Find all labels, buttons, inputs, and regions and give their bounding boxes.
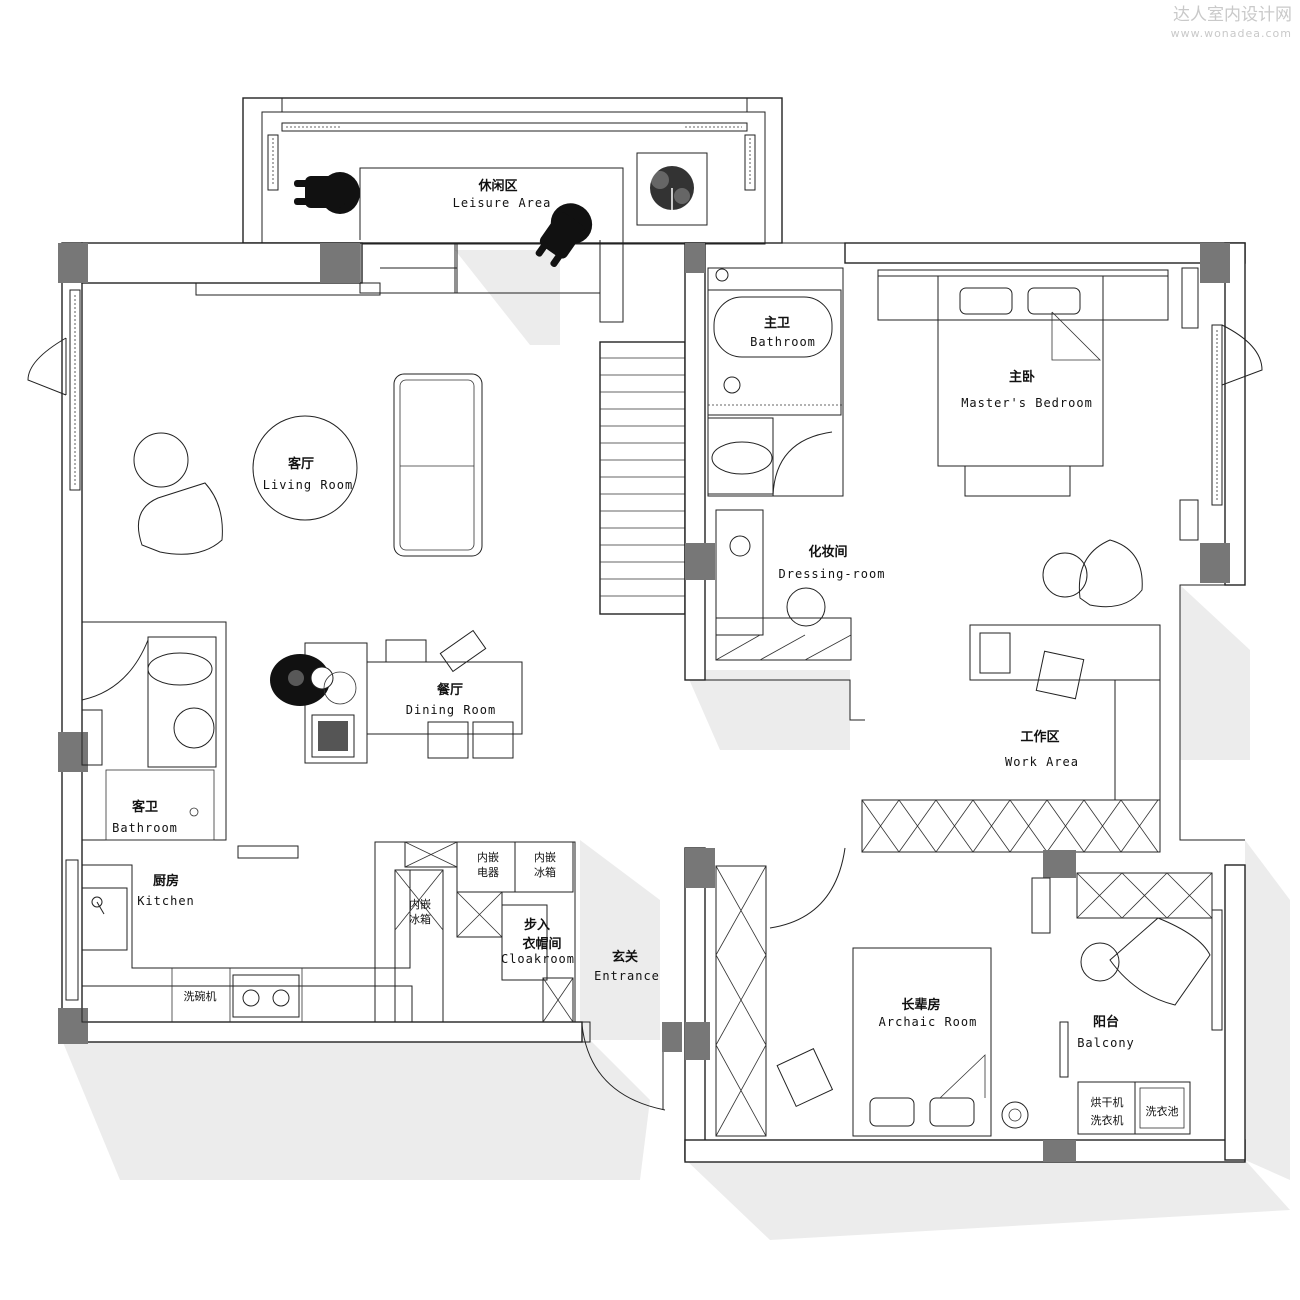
guest-bath-label-zh: 客卫 [132, 799, 158, 815]
appliance-label-1: 内嵌 [477, 850, 499, 864]
guest-bathroom: 客卫 Bathroom [81, 621, 227, 841]
balcony: 阳台 Balcony 烘干机 洗衣机 洗衣池 [1001, 872, 1213, 1135]
left-block-walls [27, 242, 600, 1044]
fridge2-label-2: 冰箱 [409, 912, 431, 926]
dressing-label-zh: 化妆间 [808, 544, 847, 560]
cloak-label-en: Cloakroom [501, 952, 575, 966]
kitchen-label-en: Kitchen [137, 894, 195, 908]
dining-room: 餐厅 Dining Room [270, 629, 523, 764]
living-label-zh: 客厅 [288, 456, 314, 472]
person-icon [270, 654, 357, 706]
kitchen-label-zh: 厨房 [153, 873, 179, 889]
balcony-label-en: Balcony [1077, 1036, 1135, 1050]
lounge-chair-icon [535, 203, 593, 268]
kitchen: 厨房 Kitchen 洗碗机 [81, 845, 413, 1023]
lower-right-walls [684, 847, 1246, 1163]
entrance-label-en: Entrance [594, 969, 660, 983]
entrance: 玄关 Entrance [581, 949, 682, 1111]
dryer-label: 烘干机 [1091, 1095, 1124, 1109]
fridge-label-2: 冰箱 [534, 865, 556, 879]
dressing-room: 化妆间 Dressing-room [715, 509, 886, 661]
work-label-zh: 工作区 [1020, 729, 1059, 745]
guest-bath-label-en: Bathroom [112, 821, 178, 835]
living-label-en: Living Room [263, 478, 353, 492]
master-bed-label-zh: 主卧 [1009, 369, 1035, 385]
tree-icon [650, 166, 694, 212]
laundry-sink-label: 洗衣池 [1146, 1104, 1179, 1118]
washer-label: 洗衣机 [1091, 1113, 1124, 1127]
fridge-label-1: 内嵌 [534, 850, 556, 864]
archaic-label-zh: 长辈房 [901, 997, 940, 1013]
leisure-label-zh: 休闲区 [477, 178, 517, 194]
dressing-label-en: Dressing-room [779, 567, 886, 581]
watermark-url: www.wonadea.com [1171, 27, 1292, 40]
cabinet-block: 内嵌 电器 内嵌 冰箱 内嵌 冰箱 步入 衣帽间 Cloakroom [374, 841, 576, 1023]
dishwasher-label: 洗碗机 [184, 989, 217, 1003]
appliance-label-2: 电器 [477, 866, 499, 879]
master-bed-label-en: Master's Bedroom [961, 396, 1093, 410]
master-bath-label-zh: 主卫 [764, 315, 790, 331]
balcony-label-zh: 阳台 [1093, 1014, 1119, 1030]
fridge2-label-1: 内嵌 [409, 897, 431, 911]
staircase [599, 341, 686, 615]
leisure-label-en: Leisure Area [453, 196, 552, 210]
wardrobe [715, 865, 767, 1137]
watermark-site-name: 达人室内设计网 [1173, 5, 1292, 25]
living-room: 客厅 Living Room [133, 373, 483, 557]
dining-label-en: Dining Room [406, 703, 496, 717]
master-bath-label-en: Bathroom [750, 335, 816, 349]
cloak-label-1: 步入 [524, 917, 550, 933]
right-block-walls [684, 242, 1263, 841]
cloak-label-2: 衣帽间 [522, 936, 561, 952]
archaic-label-en: Archaic Room [879, 1015, 978, 1029]
dining-label-zh: 餐厅 [436, 682, 463, 698]
leisure-area: 休闲区 Leisure Area [242, 97, 783, 323]
entrance-label-zh: 玄关 [612, 949, 638, 965]
drop-shadows [62, 250, 1290, 1240]
master-bedroom: 主卧 Master's Bedroom [877, 269, 1169, 608]
lounge-chair-icon [294, 172, 360, 214]
watermark: 达人室内设计网 www.wonadea.com [1171, 5, 1292, 40]
work-label-en: Work Area [1005, 755, 1079, 769]
master-bathroom: 主卫 Bathroom [707, 267, 844, 497]
work-area: 工作区 Work Area [861, 624, 1161, 853]
archaic-room: 长辈房 Archaic Room [776, 947, 992, 1137]
